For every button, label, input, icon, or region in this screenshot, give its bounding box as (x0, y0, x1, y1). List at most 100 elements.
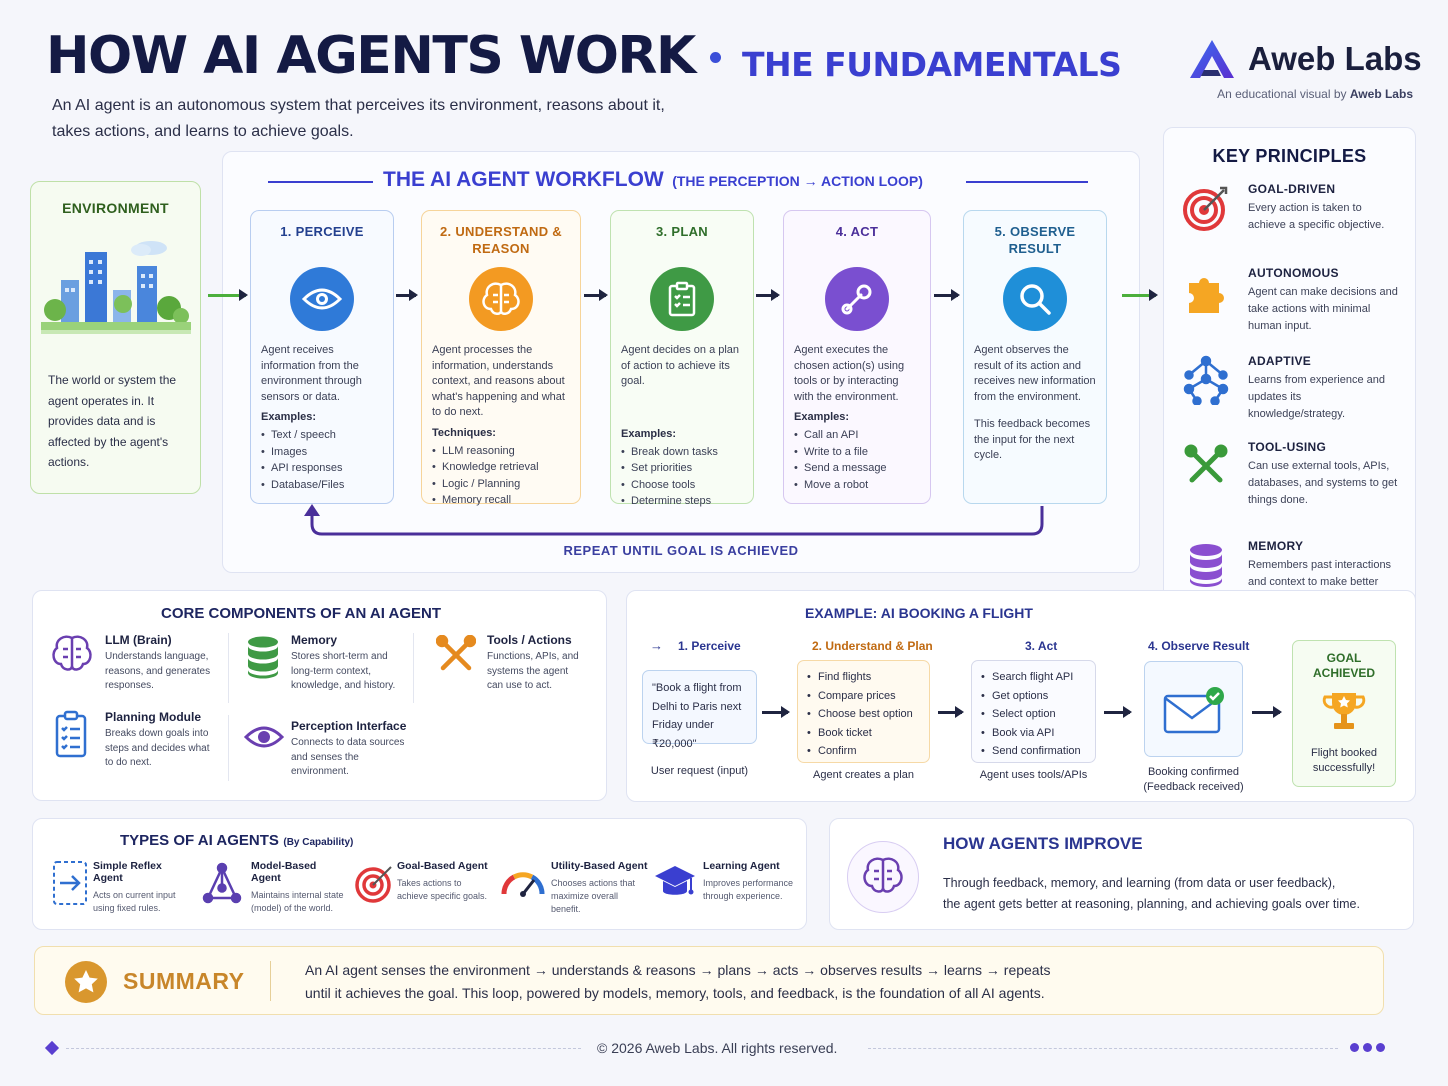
intro-text: An AI agent is an autonomous system that… (52, 93, 752, 145)
database-icon (1180, 539, 1232, 591)
brand-logo-icon (1190, 40, 1234, 78)
city-illustration-icon (41, 241, 191, 334)
improve-title: HOW AGENTS IMPROVE (943, 834, 1143, 853)
principle-text: Learns from experience and updates its k… (1248, 374, 1385, 420)
step-observe-desc: Agent observes the result of its action … (974, 344, 1096, 403)
list-item: Book ticket (807, 724, 920, 743)
env-to-perceive-arrow (208, 289, 248, 300)
list-item: Confirm (807, 742, 920, 761)
example-arrow-2 (938, 706, 964, 717)
list-item: Choose best option (807, 705, 920, 724)
type-text: Chooses actions that maximize overall be… (551, 878, 636, 914)
footer-dots-icon (1350, 1043, 1385, 1052)
puzzle-icon (1180, 266, 1232, 318)
example-arrow-4 (1252, 706, 1282, 717)
divider (413, 633, 414, 703)
component-tools: Tools / Actions Functions, APIs, and sys… (436, 633, 586, 694)
step-understand-card: 2. UNDERSTAND & REASON Agent processes t… (421, 210, 581, 508)
step-plan-list-title: Examples: (621, 427, 677, 440)
arrow-right-2 (584, 289, 608, 300)
type-utility-based: Utility-Based Agent Chooses actions that… (500, 860, 650, 916)
list-item: Write to a file (794, 444, 920, 461)
brand-tagline-text: An educational visual by (1217, 87, 1347, 101)
footer-copyright: © 2026 Aweb Labs. All rights reserved. (597, 1040, 838, 1056)
example-arrow-3 (1104, 706, 1132, 717)
brain-icon (52, 635, 92, 671)
list-item: Book via API (981, 724, 1086, 743)
intro-line-2: takes actions, and learns to achieve goa… (52, 123, 354, 140)
step-act-title: 4. ACT (835, 224, 879, 239)
example-step-observe-label: 4. Observe Result (1148, 639, 1250, 653)
step-understand-title: 2. UNDERSTAND & REASON (440, 224, 562, 256)
principle-title: ADAPTIVE (1248, 354, 1312, 368)
step-act-card: 4. ACT Agent executes the chosen action(… (783, 210, 931, 504)
example-request-box: "Book a flight from Delhi to Paris next … (642, 670, 757, 750)
list-item: Call an API (794, 427, 920, 444)
list-item: Knowledge retrieval (432, 459, 570, 476)
summary-title: SUMMARY (123, 968, 245, 994)
principle-autonomous: AUTONOMOUS Agent can make decisions and … (1180, 266, 1402, 336)
agent-types-title-suffix: (By Capability) (283, 837, 354, 848)
arrow-right-4 (934, 289, 960, 300)
workflow-title-main: THE AI AGENT WORKFLOW (383, 168, 664, 191)
list-item: Determine steps (621, 493, 743, 510)
example-step-plan-label: 2. Understand & Plan (812, 639, 933, 653)
page-title: HOW AI AGENTS WORK (46, 26, 696, 86)
goal-achieved-title: GOAL ACHIEVED (1312, 651, 1375, 680)
list-item: Get options (981, 687, 1086, 706)
graduation-cap-icon (655, 866, 695, 895)
tools-icon (436, 635, 476, 671)
star-badge-icon (65, 961, 107, 1003)
divider (228, 715, 229, 781)
title-separator-dot (710, 52, 721, 63)
type-title: Learning Agent (703, 860, 780, 872)
summary-text: An AI agent senses the environment → und… (305, 959, 1375, 1005)
example-plan-box: Find flights Compare prices Choose best … (797, 660, 930, 763)
type-title: Goal-Based Agent (397, 860, 488, 872)
brand-tagline: An educational visual by Aweb Labs (1217, 87, 1413, 101)
component-text: Connects to data sources and senses the … (291, 737, 405, 777)
core-components-title: CORE COMPONENTS OF AN AI AGENT (161, 605, 442, 622)
step-understand-list: LLM reasoning Knowledge retrieval Logic … (432, 443, 570, 509)
type-title: Utility-Based Agent (551, 860, 648, 872)
list-item: API responses (261, 460, 383, 477)
example-title: EXAMPLE: AI BOOKING A FLIGHT (805, 605, 1033, 621)
example-act-caption: Agent uses tools/APIs (979, 769, 1088, 781)
improve-text: Through feedback, memory, and learning (… (943, 873, 1403, 915)
type-title: Model-Based Agent (251, 860, 317, 884)
example-request-text: "Book a flight from Delhi to Paris next … (652, 682, 742, 750)
page-subtitle: THE FUNDAMENTALS (742, 45, 1122, 84)
envelope-check-icon (1163, 687, 1224, 734)
principle-text: Agent can make decisions and take action… (1248, 286, 1398, 332)
environment-text: The world or system the agent operates i… (48, 373, 177, 469)
target-icon (1180, 182, 1232, 234)
example-request-caption: User request (input) (650, 765, 749, 777)
list-item: Send a message (794, 460, 920, 477)
step-perceive-list-title: Examples: (261, 411, 317, 423)
step-plan-list: Break down tasks Set priorities Choose t… (621, 444, 743, 510)
observe-to-principles-arrow (1122, 289, 1158, 300)
magnifier-icon (1003, 267, 1067, 331)
example-arrow-1 (762, 706, 790, 717)
brand-name: Aweb Labs (1248, 40, 1422, 77)
component-memory: Memory Stores short-term and long-term c… (245, 633, 405, 694)
component-title: Planning Module (105, 710, 201, 724)
component-text: Functions, APIs, and systems the agent c… (487, 651, 579, 691)
component-title: Perception Interface (291, 719, 407, 733)
principle-goal-driven: GOAL-DRIVEN Every action is taken to ach… (1180, 182, 1402, 252)
type-simple-reflex: Simple Reflex Agent Acts on current inpu… (52, 860, 192, 915)
footer-diamond-icon (44, 1040, 60, 1056)
list-item: Search flight API (981, 668, 1086, 687)
step-understand-list-title: Techniques: (432, 426, 496, 439)
footer-rule-right (868, 1048, 1338, 1049)
agent-types-title-main: TYPES OF AI AGENTS (120, 832, 279, 849)
clipboard-icon (55, 710, 87, 758)
type-text: Takes actions to achieve specific goals. (397, 878, 488, 901)
network-icon (202, 862, 242, 904)
wrench-icon (825, 267, 889, 331)
component-perception: Perception Interface Connects to data so… (244, 719, 414, 780)
divider (228, 633, 229, 703)
type-text: Improves performance through experience. (703, 878, 794, 901)
goal-achieved-caption: Flight booked successfully! (1310, 746, 1378, 774)
list-item: Compare prices (807, 687, 920, 706)
